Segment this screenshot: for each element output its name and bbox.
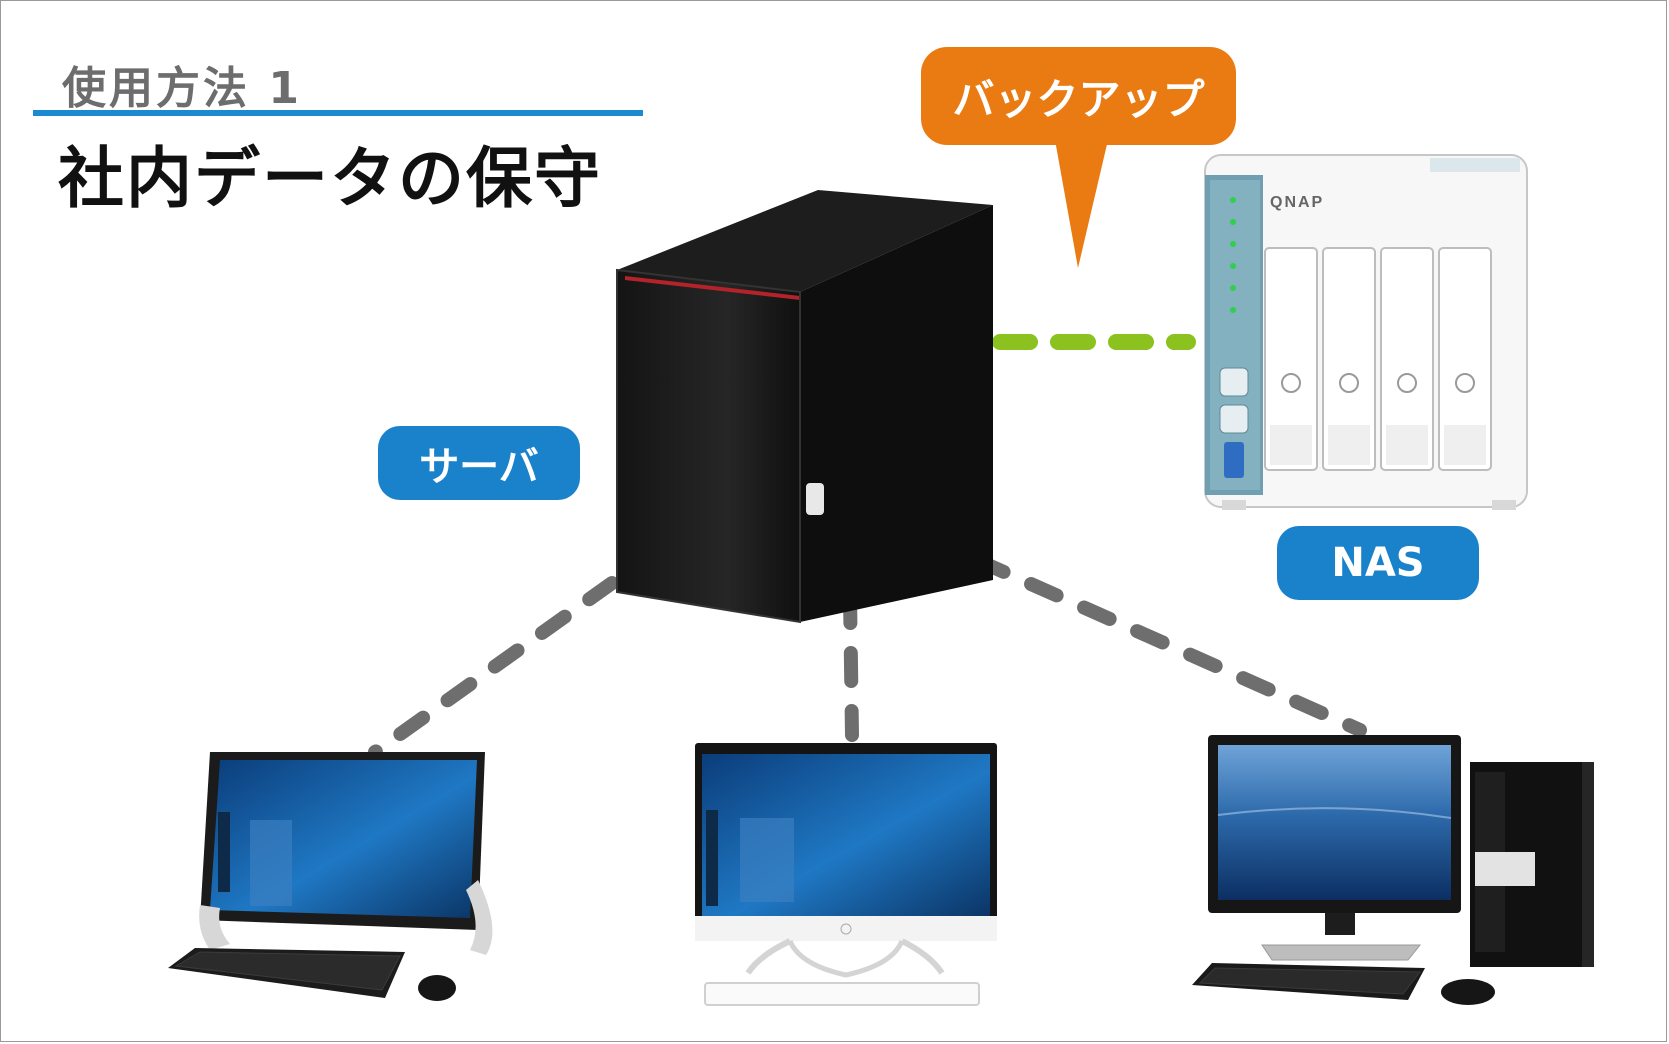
page-title: 社内データの保守 [58,140,602,217]
server-label-text: サーバ [419,444,539,490]
lan-links [368,530,1367,759]
server-label: サーバ [378,426,580,500]
pc-center [695,743,997,1006]
nas-brand-label: QNAP [1270,194,1324,211]
nas-device [1204,154,1528,510]
subtitle: 使用方法 1 [62,63,302,114]
pc-left [168,752,493,1001]
nas-label-text: NAS [1331,540,1425,586]
server-device [616,190,993,624]
pc-right [1192,735,1594,1005]
lan-link-center [843,588,859,742]
title-underline [33,110,643,116]
lan-link-left [368,576,619,759]
lan-link-right [918,530,1367,737]
nas-label: NAS [1277,526,1479,600]
backup-label-text: バックアップ [952,74,1205,124]
backup-callout-tail [1055,140,1108,268]
backup-label: バックアップ [921,47,1236,145]
